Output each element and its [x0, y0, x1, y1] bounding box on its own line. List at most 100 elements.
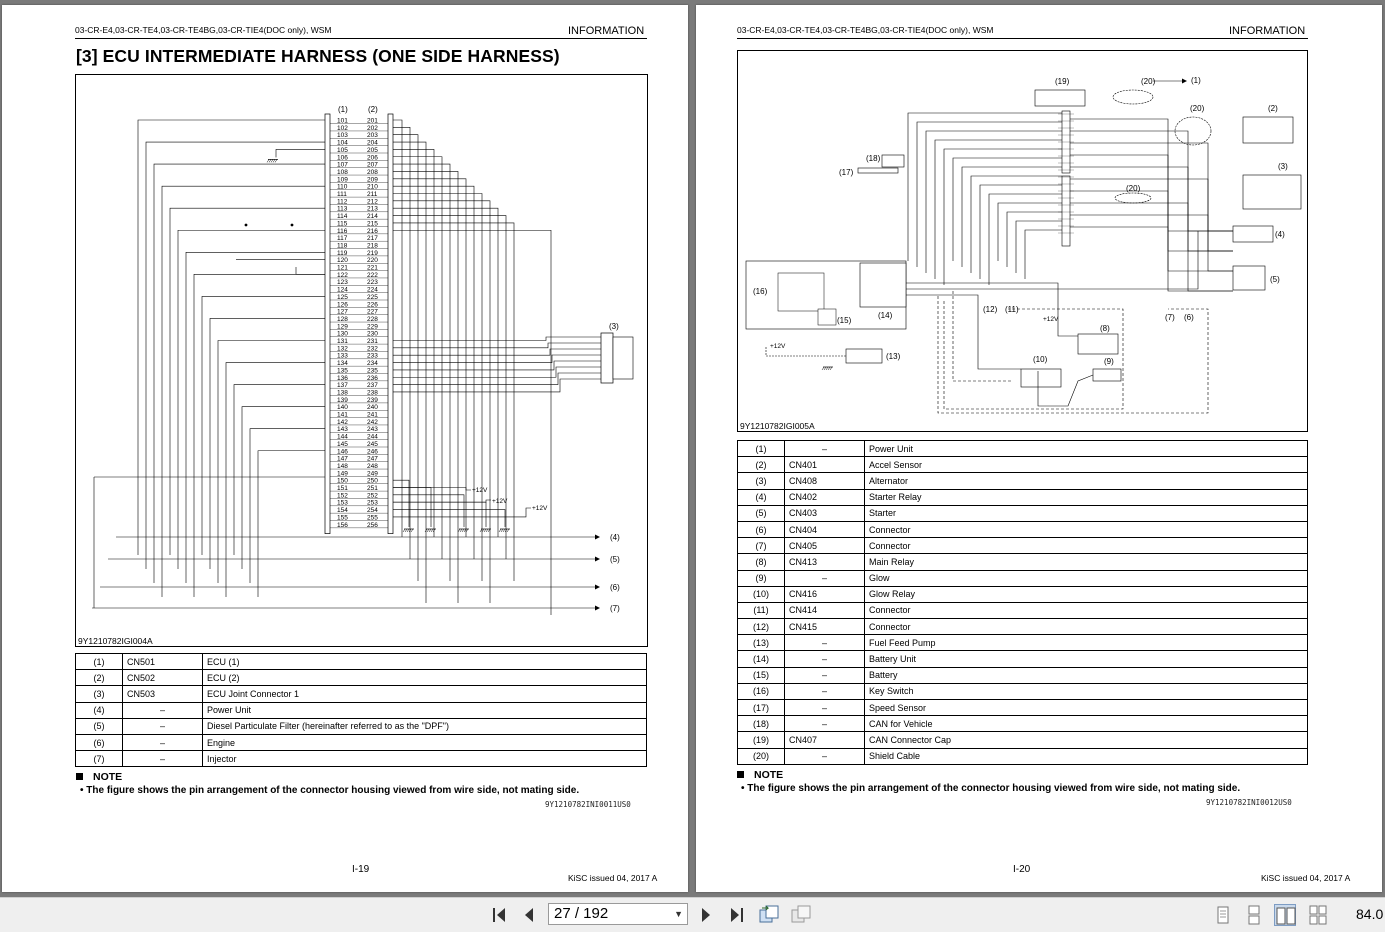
voltage-label: +12V	[1043, 316, 1059, 323]
pin-label: 124	[337, 287, 348, 294]
document-id: 9Y1210782INI0011US0	[545, 800, 631, 809]
pin-label: 137	[337, 382, 348, 389]
next-page-icon[interactable]	[695, 904, 717, 926]
starter	[1232, 265, 1266, 291]
pin-label: 105	[337, 147, 348, 154]
wire	[393, 501, 487, 527]
callout-label: (8)	[1100, 324, 1110, 333]
part-number: (9)	[737, 569, 785, 587]
connector-code: CN401	[784, 456, 865, 474]
ground-icon	[498, 528, 502, 533]
wire	[937, 296, 1209, 414]
part-name: Key Switch	[864, 682, 1308, 701]
pin-label: 144	[337, 434, 348, 441]
single-page-view-icon[interactable]	[1212, 904, 1234, 926]
previous-page-icon[interactable]	[518, 904, 540, 926]
wire	[906, 294, 1021, 370]
callout-label: (20)	[1141, 77, 1156, 86]
go-back-view-icon[interactable]	[758, 904, 780, 926]
callout-label: (3)	[609, 322, 619, 331]
part-number: (1)	[75, 652, 123, 671]
pin-label: 120	[337, 257, 348, 264]
wire	[393, 360, 601, 371]
wire	[393, 479, 410, 527]
voltage-label: +12V	[472, 487, 488, 494]
part-name: Glow	[864, 569, 1308, 587]
wire	[906, 282, 1078, 337]
wire	[916, 121, 1062, 267]
facing-view-icon[interactable]	[1274, 904, 1296, 926]
connector-code: CN501	[122, 652, 203, 671]
viewer-toolbar: 27 / 192 ▼ 84.0	[0, 897, 1385, 932]
pin-label: 127	[337, 309, 348, 316]
wire	[1070, 166, 1233, 232]
table-row: (4)–Power Unit	[75, 701, 647, 719]
continuous-facing-view-icon[interactable]	[1307, 904, 1329, 926]
callout-label: (19)	[1055, 77, 1070, 86]
pin-label: 217	[367, 235, 378, 242]
wire	[393, 507, 531, 518]
pin-label: 133	[337, 353, 348, 360]
pin-label: 130	[337, 331, 348, 338]
callout-label: (16)	[753, 287, 768, 296]
wire	[393, 119, 403, 537]
callout-label: (6)	[1184, 313, 1194, 322]
pin-label: 145	[337, 441, 348, 448]
wire	[393, 229, 552, 615]
wire	[393, 494, 465, 527]
center-connector-b	[1061, 175, 1071, 247]
pin-label: 201	[367, 118, 378, 125]
part-number: (3)	[75, 685, 123, 703]
pin-label: 107	[337, 162, 348, 169]
page-number-value: 27 / 192	[554, 905, 609, 922]
continuous-view-icon[interactable]	[1243, 904, 1265, 926]
table-row: (15)–Battery	[737, 666, 1308, 684]
pin-label: 131	[337, 338, 348, 345]
part-number: (15)	[737, 666, 785, 684]
last-page-icon[interactable]	[726, 904, 748, 926]
zoom-level[interactable]: 84.0	[1356, 906, 1384, 922]
wire	[393, 354, 601, 363]
wire	[393, 163, 451, 581]
part-number: (3)	[737, 472, 785, 490]
shield-cable	[1112, 89, 1154, 105]
wire	[295, 267, 325, 275]
wire	[393, 372, 601, 385]
part-number: (1)	[737, 439, 785, 458]
ground-icon	[428, 528, 432, 533]
wire	[393, 134, 419, 581]
pin-label: 212	[367, 198, 378, 205]
go-forward-view-icon[interactable]	[790, 904, 812, 926]
connector-code: –	[122, 750, 203, 768]
ground-icon	[430, 528, 434, 533]
header-section: INFORMATION	[568, 25, 645, 37]
pin-label: 110	[337, 184, 348, 191]
wire	[233, 384, 325, 555]
first-page-icon[interactable]	[488, 904, 510, 926]
connector-code: CN413	[784, 553, 865, 571]
column-label: (1)	[338, 105, 348, 114]
pin-label: 255	[367, 514, 378, 521]
ground-icon	[481, 528, 485, 533]
pin-label: 231	[367, 338, 378, 345]
wire	[970, 175, 1062, 273]
connector-code: –	[784, 666, 865, 684]
pin-label: 238	[367, 389, 378, 396]
pin-label: 252	[367, 492, 378, 499]
part-name: Accel Sensor	[864, 456, 1308, 474]
pin-label: 115	[337, 220, 348, 227]
ground-icon	[463, 528, 467, 533]
wire	[952, 291, 1013, 382]
connector-code: CN408	[784, 472, 865, 490]
pin-label: 220	[367, 257, 378, 264]
part-number: (13)	[737, 634, 785, 652]
page-number-field[interactable]: 27 / 192 ▼	[548, 903, 688, 925]
pin-label: 156	[337, 522, 348, 529]
pin-label: 236	[367, 375, 378, 382]
chevron-down-icon[interactable]: ▼	[674, 909, 683, 919]
